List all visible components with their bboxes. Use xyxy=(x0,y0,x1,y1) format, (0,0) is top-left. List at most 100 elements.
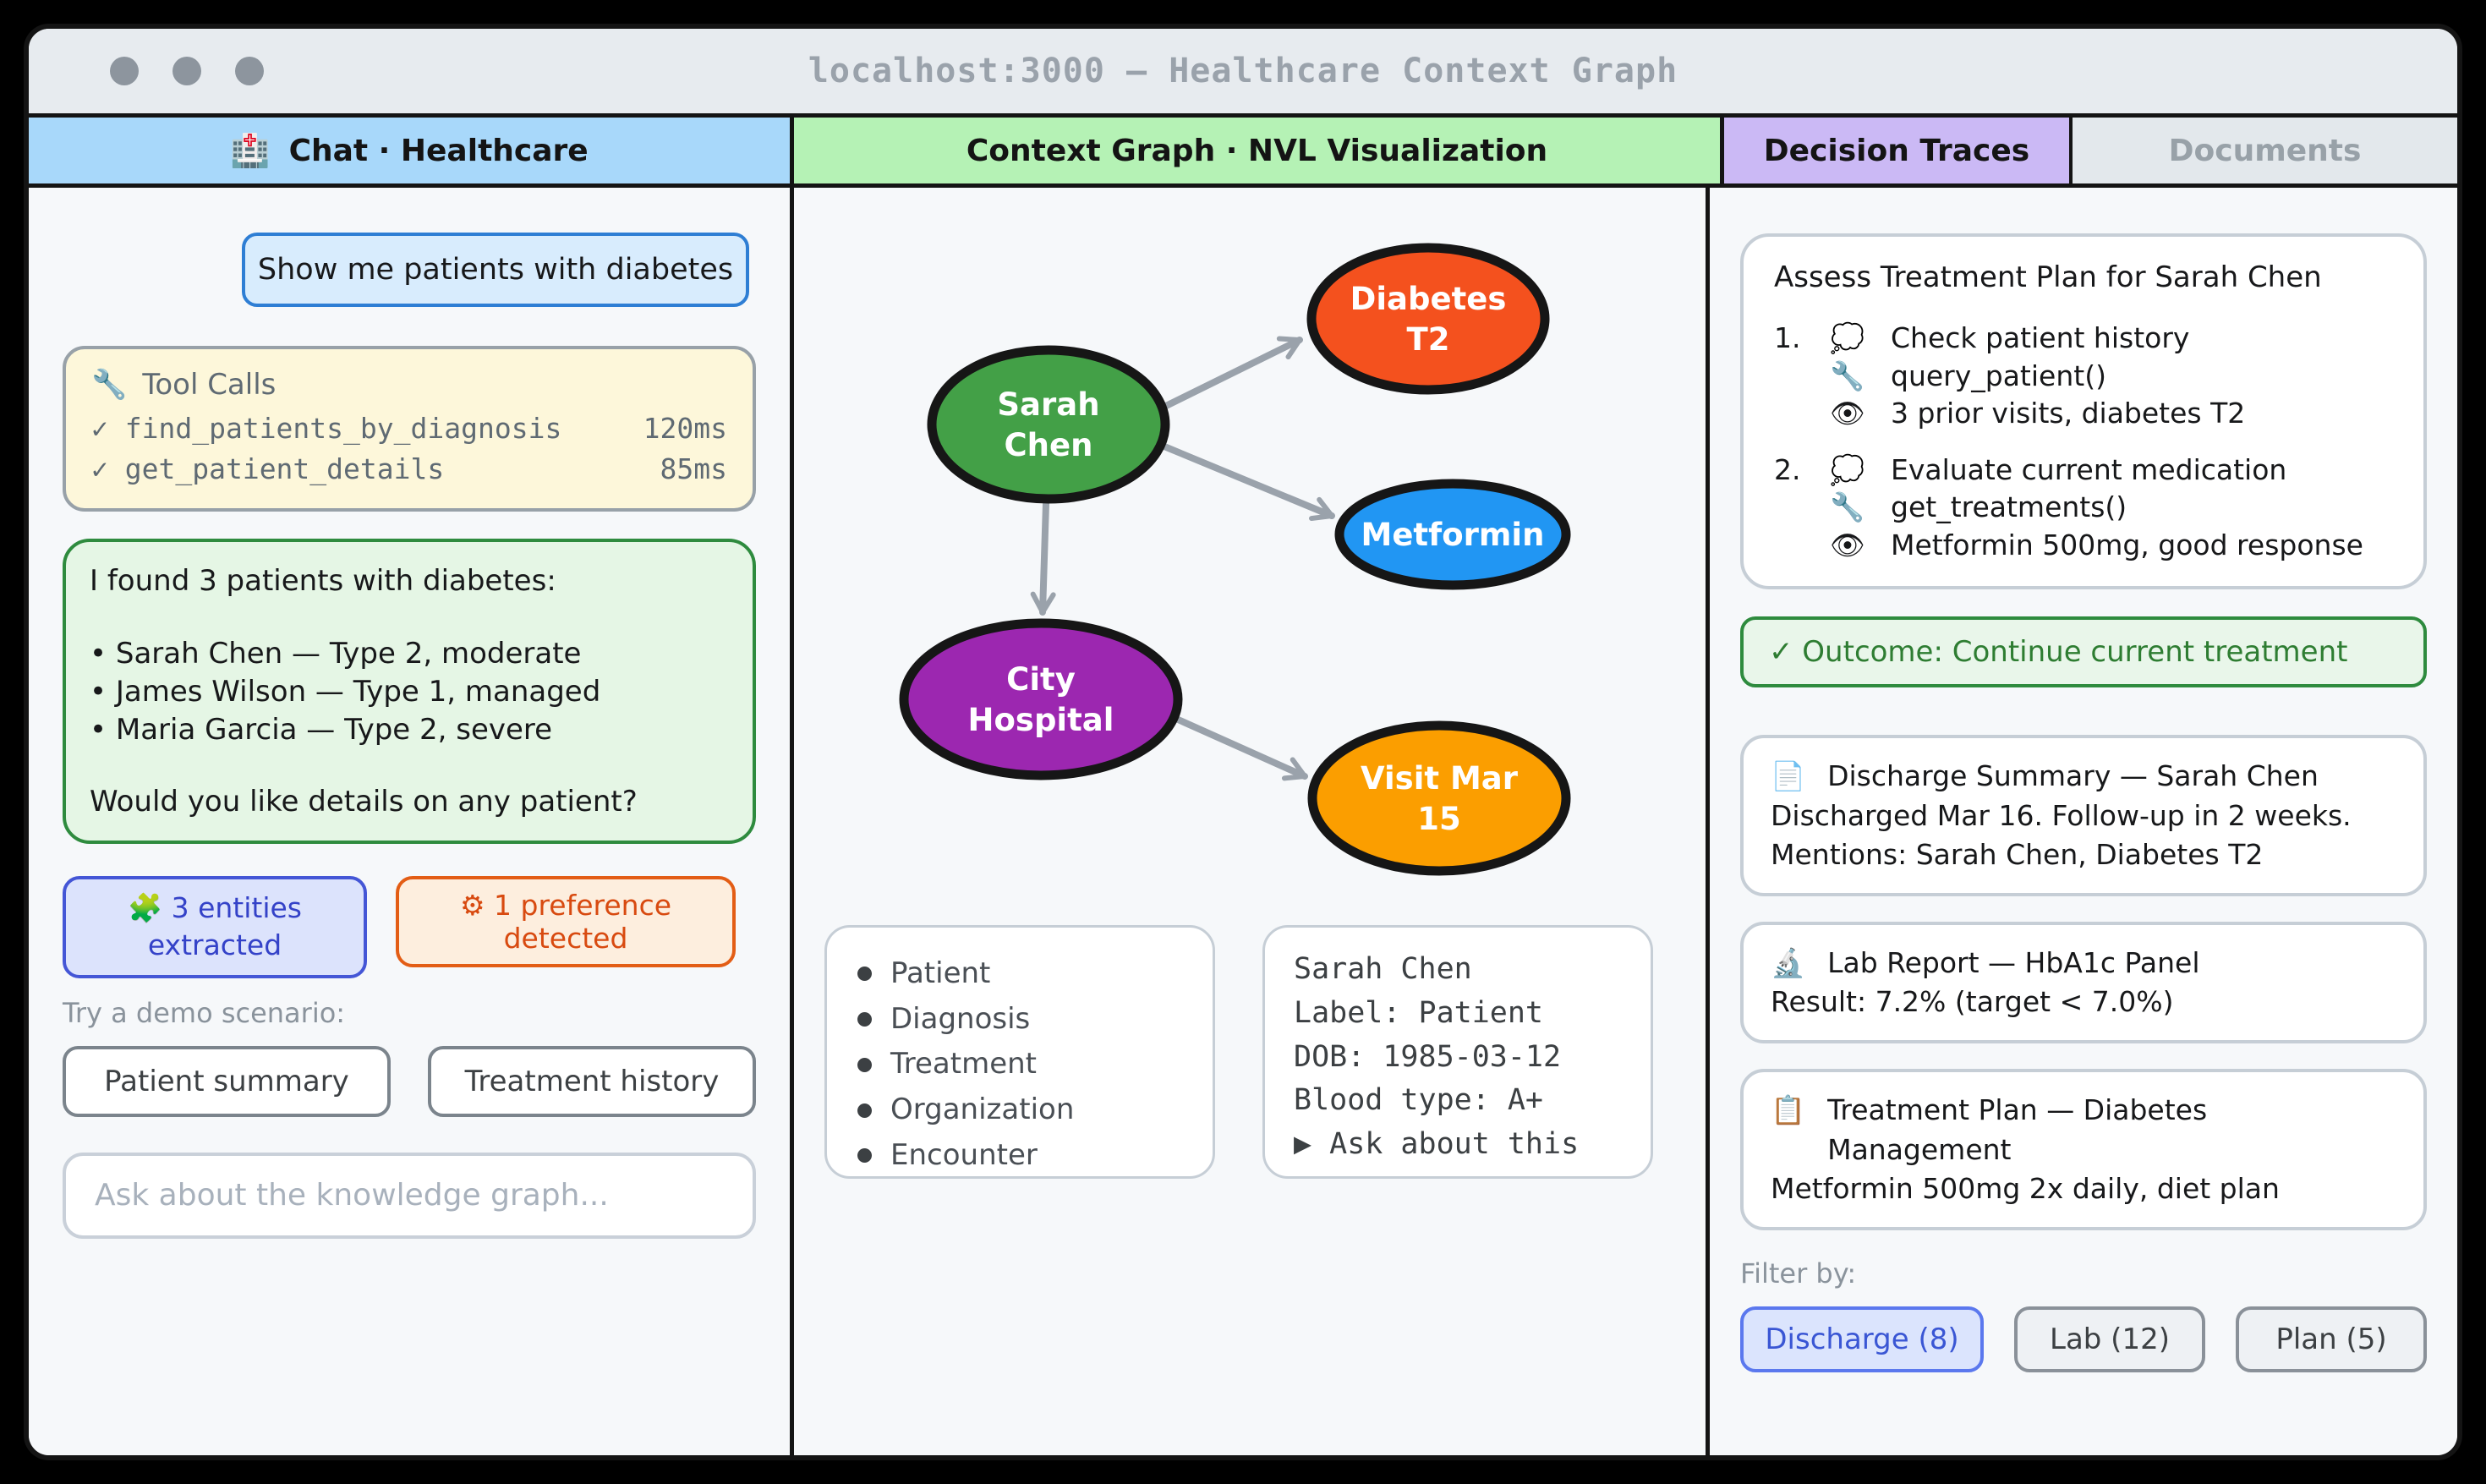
patient-summary-button[interactable]: Patient summary xyxy=(63,1045,391,1117)
tab-decision-traces[interactable]: Decision Traces xyxy=(1724,118,2073,183)
microscope-icon: 🔬 xyxy=(1771,946,1806,980)
thought-icon: 💭 xyxy=(1830,452,1865,486)
tab-documents[interactable]: Documents xyxy=(2073,118,2457,183)
outcome-banner: ✓ Outcome: Continue current treatment xyxy=(1740,616,2427,688)
wrench-icon: 🔧 xyxy=(1830,490,1865,524)
node-label: Hospital xyxy=(968,702,1114,738)
filter-plan-button[interactable]: Plan (5) xyxy=(2236,1306,2427,1372)
detail-node-label: Label: Patient xyxy=(1294,995,1544,1030)
eye-icon: 👁 xyxy=(1830,528,1865,561)
knowledge-graph-canvas[interactable]: Sarah Chen Diabetes T2 Metformin City Ho… xyxy=(794,188,1724,932)
document-line: Metformin 500mg 2x daily, diet plan xyxy=(1771,1171,2280,1205)
document-line: Mentions: Sarah Chen, Diabetes T2 xyxy=(1771,837,2264,871)
document-line: Discharged Mar 16. Follow-up in 2 weeks. xyxy=(1771,798,2352,832)
legend-item: Organization xyxy=(857,1087,1182,1133)
treatment-history-button[interactable]: Treatment history xyxy=(428,1045,756,1117)
node-label: Chen xyxy=(1005,427,1093,463)
bullet-icon xyxy=(857,1012,872,1027)
document-title: Discharge Summary — Sarah Chen xyxy=(1827,759,2319,793)
document-card-plan[interactable]: 📋 Treatment Plan — Diabetes Management M… xyxy=(1740,1069,2427,1230)
node-label: Metformin xyxy=(1361,517,1545,553)
legend-item: Diagnosis xyxy=(857,997,1182,1043)
preference-detected-badge[interactable]: ⚙ 1 preference detected xyxy=(396,875,736,967)
tool-call-duration: 85ms xyxy=(660,452,727,485)
trace-step: 2. 💭 Evaluate current medication 🔧 get_t… xyxy=(1774,452,2393,565)
node-label: Sarah xyxy=(997,386,1099,423)
tab-graph-label: Context Graph · NVL Visualization xyxy=(966,133,1548,168)
node-detail-card: Sarah Chen Label: Patient DOB: 1985-03-1… xyxy=(1262,925,1653,1179)
document-card-lab[interactable]: 🔬 Lab Report — HbA1c Panel Result: 7.2% … xyxy=(1740,922,2427,1044)
document-card-discharge[interactable]: 📄 Discharge Summary — Sarah Chen Dischar… xyxy=(1740,735,2427,897)
node-label: Visit Mar xyxy=(1361,760,1519,797)
traces-panel: Assess Treatment Plan for Sarah Chen 1. … xyxy=(1710,188,2457,1455)
edge-sarah-metformin xyxy=(1161,443,1335,522)
trace-step: 1. 💭 Check patient history 🔧 query_patie… xyxy=(1774,320,2393,433)
node-metformin[interactable]: Metformin xyxy=(1334,479,1571,590)
step-tool: get_treatments() xyxy=(1891,490,2127,524)
user-message-bubble: Show me patients with diabetes xyxy=(242,233,749,307)
step-thought: Check patient history xyxy=(1891,321,2190,355)
window-title: localhost:3000 — Healthcare Context Grap… xyxy=(808,52,1678,90)
tool-calls-title: Tool Calls xyxy=(142,368,277,402)
edge-sarah-hospital xyxy=(1030,501,1056,616)
step-observation: Metformin 500mg, good response xyxy=(1891,528,2363,561)
graph-edges xyxy=(1030,336,1335,781)
title-bar: localhost:3000 — Healthcare Context Grap… xyxy=(29,29,2457,113)
document-title: Treatment Plan — Diabetes Management xyxy=(1827,1093,2208,1166)
check-icon: ✓ xyxy=(91,412,108,445)
tool-calls-card: 🔧 Tool Calls ✓ find_patients_by_diagnosi… xyxy=(63,346,756,512)
hospital-icon: 🏥 xyxy=(230,131,271,169)
document-line: Result: 7.2% (target < 7.0%) xyxy=(1771,985,2174,1019)
node-type-legend: Patient Diagnosis Treatment Organization… xyxy=(824,925,1215,1179)
document-title: Lab Report — HbA1c Panel xyxy=(1827,946,2200,980)
bullet-icon xyxy=(857,1057,872,1072)
window-controls[interactable] xyxy=(110,57,264,85)
assistant-intro: I found 3 patients with diabetes: xyxy=(90,563,556,598)
tab-context-graph[interactable]: Context Graph · NVL Visualization xyxy=(794,118,1724,183)
eye-icon: 👁 xyxy=(1830,397,1865,430)
ask-about-this-link[interactable]: ▶ Ask about this xyxy=(1294,1127,1580,1162)
tab-chat-label: Chat · Healthcare xyxy=(288,133,589,168)
app-window: localhost:3000 — Healthcare Context Grap… xyxy=(24,24,2462,1460)
assistant-question: Would you like details on any patient? xyxy=(90,784,638,819)
tool-call-name: ✓ get_patient_details xyxy=(91,452,445,485)
node-label: T2 xyxy=(1407,321,1450,358)
node-visit-mar-15[interactable]: Visit Mar 15 xyxy=(1307,720,1571,876)
node-city-hospital[interactable]: City Hospital xyxy=(899,618,1183,780)
trace-title: Assess Treatment Plan for Sarah Chen xyxy=(1774,260,2322,294)
bullet-icon xyxy=(857,967,872,982)
filter-lab-button[interactable]: Lab (12) xyxy=(2014,1306,2205,1372)
tool-call-row: ✓ find_patients_by_diagnosis 120ms xyxy=(91,408,727,449)
assistant-message-bubble: I found 3 patients with diabetes: • Sara… xyxy=(63,538,756,844)
patient-list-item: • Maria Garcia — Type 2, severe xyxy=(90,712,553,747)
detail-node-dob: DOB: 1985-03-12 xyxy=(1294,1039,1562,1074)
step-tool: query_patient() xyxy=(1891,359,2106,392)
tab-chat[interactable]: 🏥 Chat · Healthcare xyxy=(29,118,794,183)
node-diabetes-t2[interactable]: Diabetes T2 xyxy=(1306,243,1550,395)
check-icon: ✓ xyxy=(91,452,108,485)
puzzle-icon: 🧩 xyxy=(127,890,163,924)
content-row: Show me patients with diabetes 🔧 Tool Ca… xyxy=(29,188,2457,1455)
bullet-icon xyxy=(857,1148,872,1164)
entities-extracted-badge[interactable]: 🧩 3 entities extracted xyxy=(63,875,367,978)
node-label: City xyxy=(1006,661,1076,698)
document-icon: 📄 xyxy=(1771,759,1806,793)
patient-list-item: • James Wilson — Type 1, managed xyxy=(90,674,601,709)
legend-item: Encounter xyxy=(857,1133,1182,1179)
window-dot-icon[interactable] xyxy=(110,57,139,85)
edge-sarah-diabetes xyxy=(1163,336,1303,409)
window-dot-icon[interactable] xyxy=(235,57,264,85)
filter-discharge-button[interactable]: Discharge (8) xyxy=(1740,1306,1984,1372)
legend-item: Treatment xyxy=(857,1042,1182,1087)
step-number: 2. xyxy=(1774,452,1801,486)
chat-input[interactable] xyxy=(63,1152,756,1239)
node-sarah-chen[interactable]: Sarah Chen xyxy=(927,345,1170,504)
gear-icon: ⚙ xyxy=(459,888,485,922)
step-number: 1. xyxy=(1774,321,1801,355)
legend-item: Patient xyxy=(857,951,1182,997)
detail-node-blood: Blood type: A+ xyxy=(1294,1083,1544,1118)
tool-call-duration: 120ms xyxy=(643,412,727,445)
window-dot-icon[interactable] xyxy=(172,57,201,85)
edge-hospital-visit xyxy=(1173,715,1308,781)
tool-call-name: ✓ find_patients_by_diagnosis xyxy=(91,412,562,445)
